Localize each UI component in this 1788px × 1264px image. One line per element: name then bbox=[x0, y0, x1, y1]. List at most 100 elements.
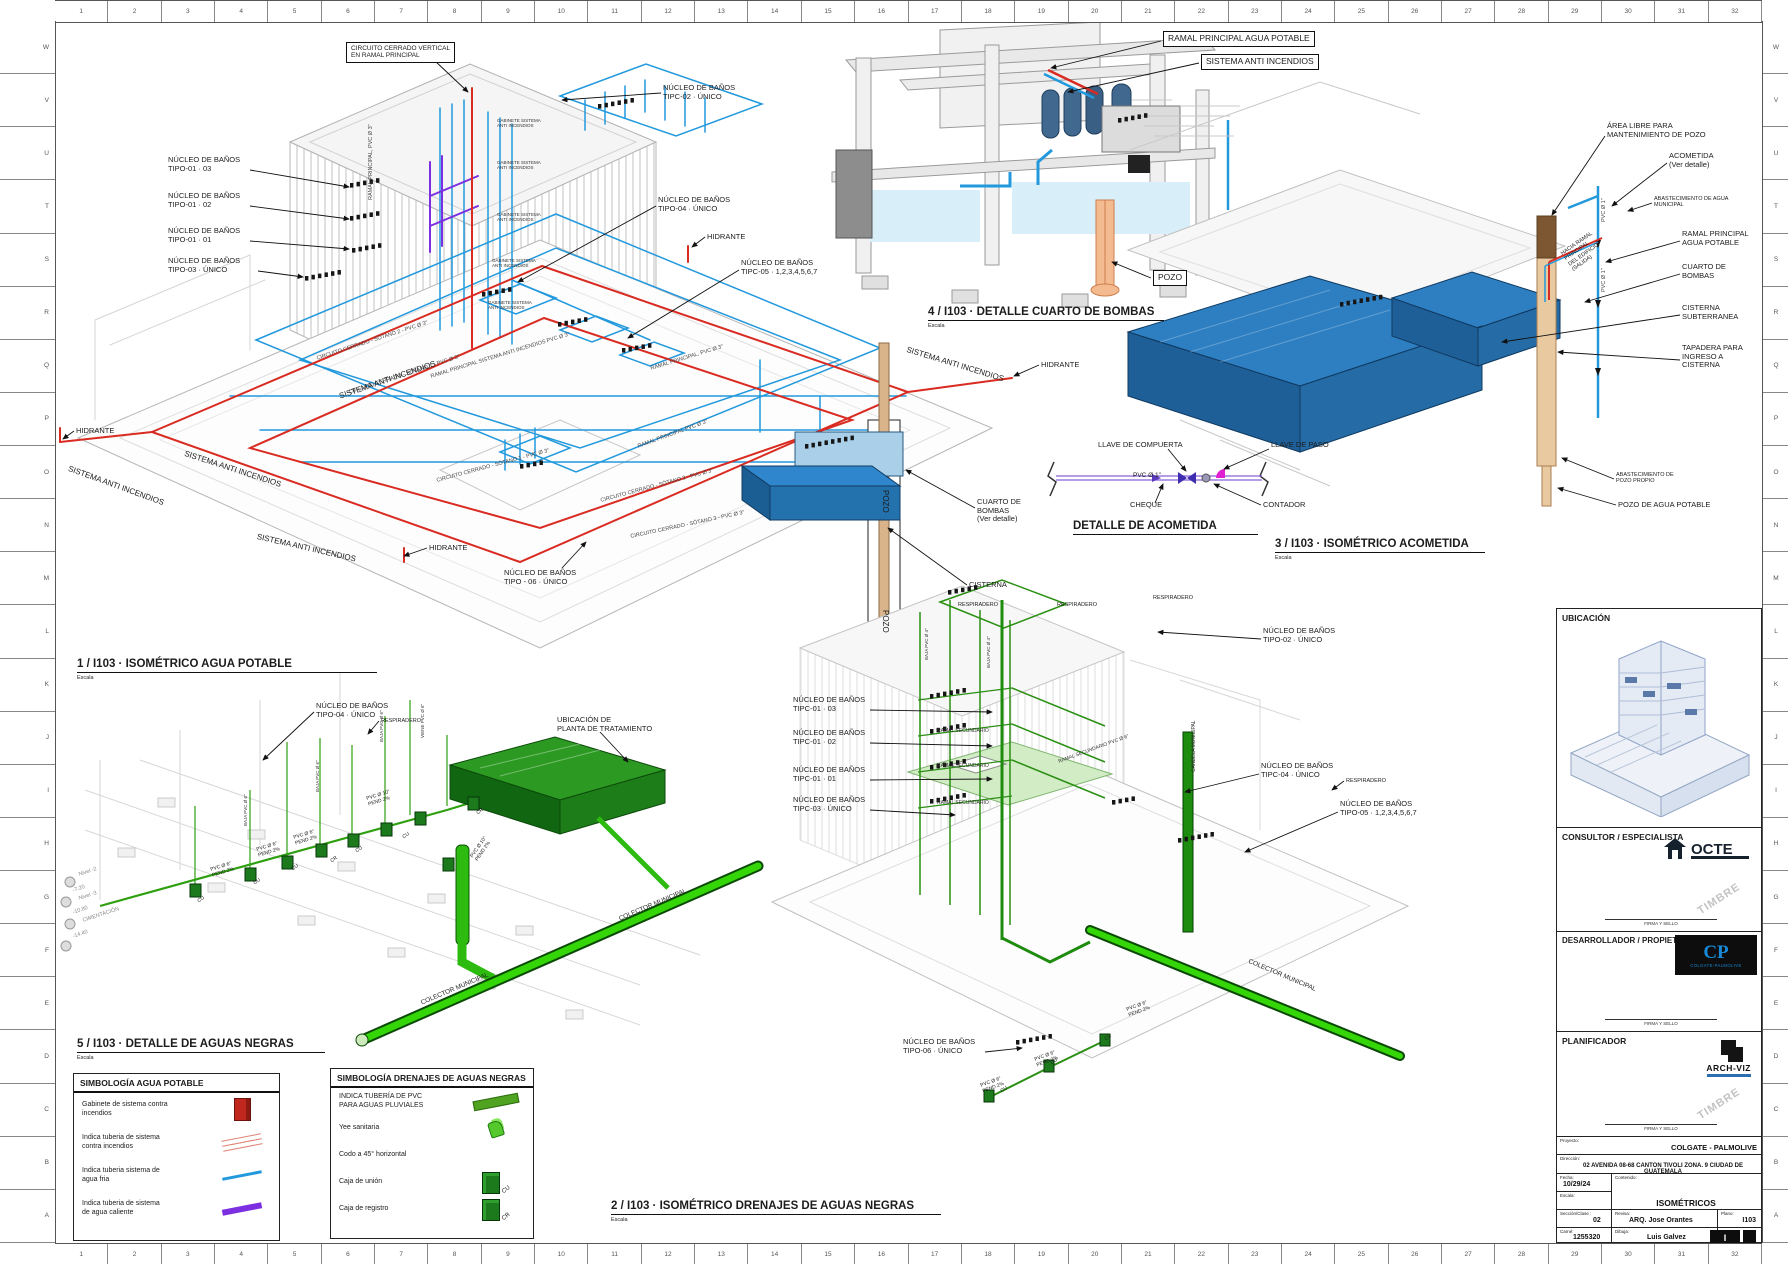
ruler-cell: Q bbox=[0, 340, 55, 393]
box-green-icon: CR bbox=[467, 1198, 525, 1222]
ruler-cell: 27 bbox=[1442, 1, 1496, 22]
ruler-cell: 14 bbox=[748, 1244, 802, 1264]
row-fecha: Fecha: 10/29/24 Contenido: ISOMÉTRICOS bbox=[1557, 1173, 1761, 1210]
ruler-cell: 32 bbox=[1709, 1244, 1762, 1264]
ruler-cell: 16 bbox=[855, 1244, 909, 1264]
ruler-cell: I bbox=[1763, 765, 1788, 818]
legend-item-label: Caja de unión bbox=[339, 1178, 383, 1186]
ruler-cell: 10 bbox=[535, 1244, 589, 1264]
ruler-cell: 9 bbox=[482, 1, 536, 22]
ruler-cell: D bbox=[0, 1030, 55, 1084]
ruler-cell: D bbox=[1763, 1030, 1788, 1084]
ruler-cell: 13 bbox=[695, 1, 749, 22]
ruler-cell: M bbox=[1763, 552, 1788, 606]
carne-value: 1255320 bbox=[1573, 1234, 1601, 1241]
legend-item: Indica tuberia de sistema contra incendi… bbox=[74, 1126, 279, 1159]
ruler-cell: K bbox=[0, 659, 55, 712]
ruler-cell: A bbox=[1763, 1190, 1788, 1243]
plano-value: I103 bbox=[1742, 1217, 1756, 1224]
ruler-cell: 2 bbox=[108, 1, 162, 22]
ruler-cell: U bbox=[0, 127, 55, 181]
ruler-cell: 28 bbox=[1495, 1, 1549, 22]
revisa-value: ARQ. Jose Orantes bbox=[1629, 1217, 1693, 1224]
ruler-cell: H bbox=[1763, 818, 1788, 871]
ruler-cell: J bbox=[1763, 712, 1788, 765]
ruler-cell: E bbox=[1763, 977, 1788, 1031]
ruler-cell: C bbox=[1763, 1084, 1788, 1137]
ruler-cell: 25 bbox=[1335, 1244, 1389, 1264]
legend-item-tag: CR bbox=[500, 1211, 512, 1222]
ruler-cell: 28 bbox=[1495, 1244, 1549, 1264]
ruler-cell: 11 bbox=[588, 1, 642, 22]
cabinet-red-icon bbox=[213, 1098, 271, 1121]
ruler-cell: V bbox=[0, 74, 55, 128]
ruler-cell: B bbox=[0, 1137, 55, 1190]
ruler-cell: B bbox=[1763, 1137, 1788, 1190]
ruler-cell: 5 bbox=[268, 1244, 322, 1264]
ruler-cell: 1 bbox=[55, 1244, 109, 1264]
legend-item-label: Yee sanitaria bbox=[339, 1124, 380, 1132]
ruler-cell: 17 bbox=[909, 1244, 962, 1264]
ruler-cell: R bbox=[0, 287, 55, 340]
line-green-icon bbox=[467, 1092, 525, 1111]
view-drenajes bbox=[770, 579, 1410, 1103]
ruler-cell: P bbox=[1763, 393, 1788, 446]
contenido-value: ISOMÉTRICOS bbox=[1656, 1198, 1716, 1208]
ruler-cell: I bbox=[0, 765, 55, 818]
colgate-palmolive-logo: CP COLGATE-PALMOLIVE bbox=[1675, 935, 1757, 975]
ruler-cell: 3 bbox=[162, 1244, 216, 1264]
ruler-cell: N bbox=[1763, 499, 1788, 553]
ruler-cell: 5 bbox=[268, 1, 322, 22]
legend-item-label: Gabinete de sistema contra incendios bbox=[82, 1101, 168, 1117]
ruler-cell: Q bbox=[1763, 340, 1788, 393]
ruler-cell: 23 bbox=[1229, 1, 1282, 22]
fecha-value: 10/29/24 bbox=[1563, 1181, 1591, 1188]
arch-viz-logo: ARCH-VIZ bbox=[1706, 1040, 1751, 1077]
ruler-cell: 8 bbox=[428, 1244, 482, 1264]
legend-item-label: Codo a 45° horizontal bbox=[339, 1151, 407, 1159]
ruler-cell: 31 bbox=[1655, 1, 1709, 22]
row-proyecto: Proyecto: COLGATE - PALMOLIVE bbox=[1557, 1136, 1761, 1154]
titleblock-desarrollador: DESARROLLADOR / PROPIETARIO CP COLGATE-P… bbox=[1557, 931, 1761, 1031]
ruler-cell: 24 bbox=[1282, 1, 1336, 22]
ruler-cell: C bbox=[0, 1084, 55, 1137]
ruler-cell: W bbox=[0, 21, 55, 75]
ruler-cell: M bbox=[0, 552, 55, 606]
legend-item-label: Caja de registro bbox=[339, 1205, 389, 1213]
ruler-cell: L bbox=[1763, 605, 1788, 659]
ruler-cell: 26 bbox=[1389, 1, 1442, 22]
ruler-cell: 3 bbox=[162, 1, 216, 22]
ruler-cell: K bbox=[1763, 659, 1788, 712]
row-escala: Escala: bbox=[1557, 1191, 1611, 1209]
legend-drenajes-items: INDICA TUBERÍA DE PVC PARA AGUAS PLUVIAL… bbox=[331, 1088, 533, 1223]
firma-line: FIRMA Y SELLO bbox=[1605, 919, 1717, 926]
legend-item: Indica tuberia sistema de agua fria bbox=[74, 1159, 279, 1192]
title-block: UBICACIÓN CONSULTOR / ESPECIALISTA OCTE bbox=[1556, 608, 1762, 1245]
view-aguas-negras bbox=[60, 672, 764, 1047]
ruler-cell: 29 bbox=[1549, 1, 1602, 22]
firma-line: FIRMA Y SELLO bbox=[1605, 1124, 1717, 1131]
ruler-cell: 19 bbox=[1015, 1, 1069, 22]
ruler-cell: 13 bbox=[695, 1244, 749, 1264]
line-blue-icon bbox=[213, 1170, 271, 1181]
ubicacion-header: UBICACIÓN bbox=[1562, 613, 1611, 623]
ruler-cell: W bbox=[1763, 21, 1788, 75]
ruler-cell: T bbox=[0, 180, 55, 234]
ruler-cell: 24 bbox=[1282, 1244, 1336, 1264]
row-direccion: Dirección: 02 AVENIDA 08-68 CANTON TIVOL… bbox=[1557, 1154, 1761, 1175]
ruler-cell: 31 bbox=[1655, 1244, 1709, 1264]
view-agua-potable bbox=[59, 63, 1013, 669]
titleblock-ubicacion: UBICACIÓN bbox=[1557, 609, 1761, 827]
ruler-cell: 4 bbox=[215, 1244, 269, 1264]
ruler-cell: T bbox=[1763, 180, 1788, 234]
ruler-cell: 21 bbox=[1122, 1, 1176, 22]
ruler-cell: 7 bbox=[375, 1244, 429, 1264]
ruler-cell: G bbox=[0, 871, 55, 925]
ruler-cell: 32 bbox=[1709, 1, 1762, 22]
